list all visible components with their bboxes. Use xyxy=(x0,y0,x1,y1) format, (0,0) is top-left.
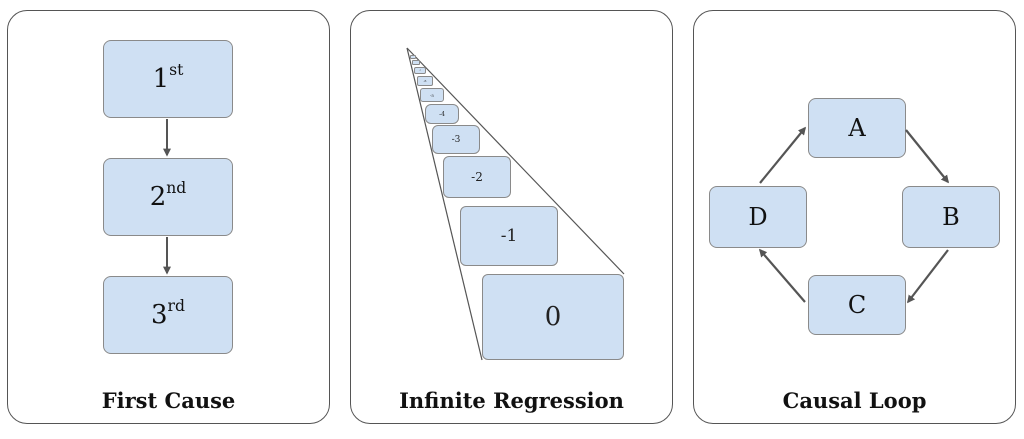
regression-node-minus-5: -5 xyxy=(420,88,444,102)
infinite-regression-title: Infinite Regression xyxy=(399,388,624,413)
first-cause-node-2-suffix: nd xyxy=(166,179,187,198)
regression-left-edge xyxy=(406,47,483,361)
first-cause-title: First Cause xyxy=(101,388,236,413)
infinite-regression-panel: 0 -1 -2 -3 -4 -5 -6 -7 Infinite Regressi… xyxy=(350,10,673,424)
regression-node-minus-2: -2 xyxy=(443,156,511,198)
regression-node-minus-8 xyxy=(412,60,420,65)
loop-node-b: B xyxy=(902,186,1000,248)
first-cause-node-1-num: 1 xyxy=(152,64,170,94)
regression-node-minus-3: -3 xyxy=(432,125,480,154)
first-cause-node-3-suffix: rd xyxy=(167,297,185,316)
loop-node-c: C xyxy=(808,275,906,335)
regression-node-minus-7: -7 xyxy=(414,67,426,74)
first-cause-node-3-num: 3 xyxy=(151,300,168,330)
first-cause-node-1-suffix: st xyxy=(169,61,184,80)
first-cause-node-2-num: 2 xyxy=(149,182,167,212)
regression-node-minus-9 xyxy=(410,55,416,59)
loop-node-d: D xyxy=(709,186,807,248)
regression-node-0: 0 xyxy=(482,274,624,360)
regression-node-minus-1: -1 xyxy=(460,206,558,266)
causal-loop-title: Causal Loop xyxy=(782,388,927,413)
regression-node-minus-4: -4 xyxy=(425,104,459,124)
loop-node-a: A xyxy=(808,98,906,158)
regression-node-minus-6: -6 xyxy=(417,76,433,86)
causal-loop-panel: A B C D Causal Loop xyxy=(693,10,1016,424)
